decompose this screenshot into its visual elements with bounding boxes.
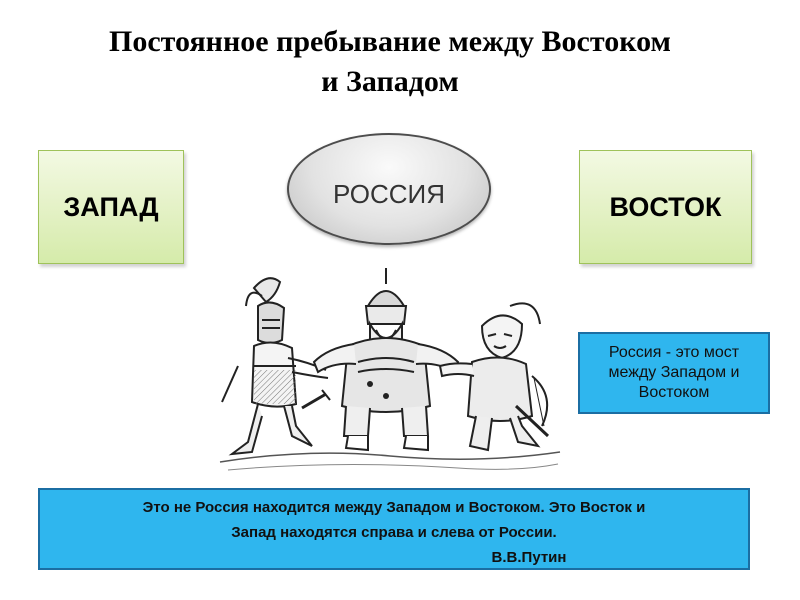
east-box: ВОСТОК	[579, 150, 752, 264]
putin-quote-author: В.В.Путин	[491, 549, 567, 566]
putin-quote-line-2: Запад находятся справа и слева от России…	[231, 524, 557, 541]
bogatyr-figure-icon	[312, 268, 460, 452]
slide-title: Постоянное пребывание между Востоком и З…	[40, 22, 740, 102]
ground-shadow	[219, 451, 561, 471]
nomad-figure-icon	[438, 302, 550, 452]
tug-of-war-illustration	[219, 268, 561, 471]
russia-bridge-text: Россия - это мост между Западом и Восток…	[608, 344, 740, 401]
slide-title-line-2: и Западом	[321, 65, 459, 98]
putin-quote-line-1: Это не Россия находится между Западом и …	[142, 499, 646, 516]
knight-figure-icon	[221, 277, 331, 456]
russia-label: РОССИЯ	[332, 179, 445, 209]
slide-title-line-1: Постоянное пребывание между Востоком	[109, 25, 671, 58]
putin-quote-box: Это не Россия находится между Западом и …	[38, 488, 750, 570]
west-box: ЗАПАД	[38, 150, 184, 264]
russia-bridge-note: Россия - это мост между Западом и Восток…	[578, 332, 770, 414]
russia-oval: РОССИЯ	[287, 133, 491, 245]
